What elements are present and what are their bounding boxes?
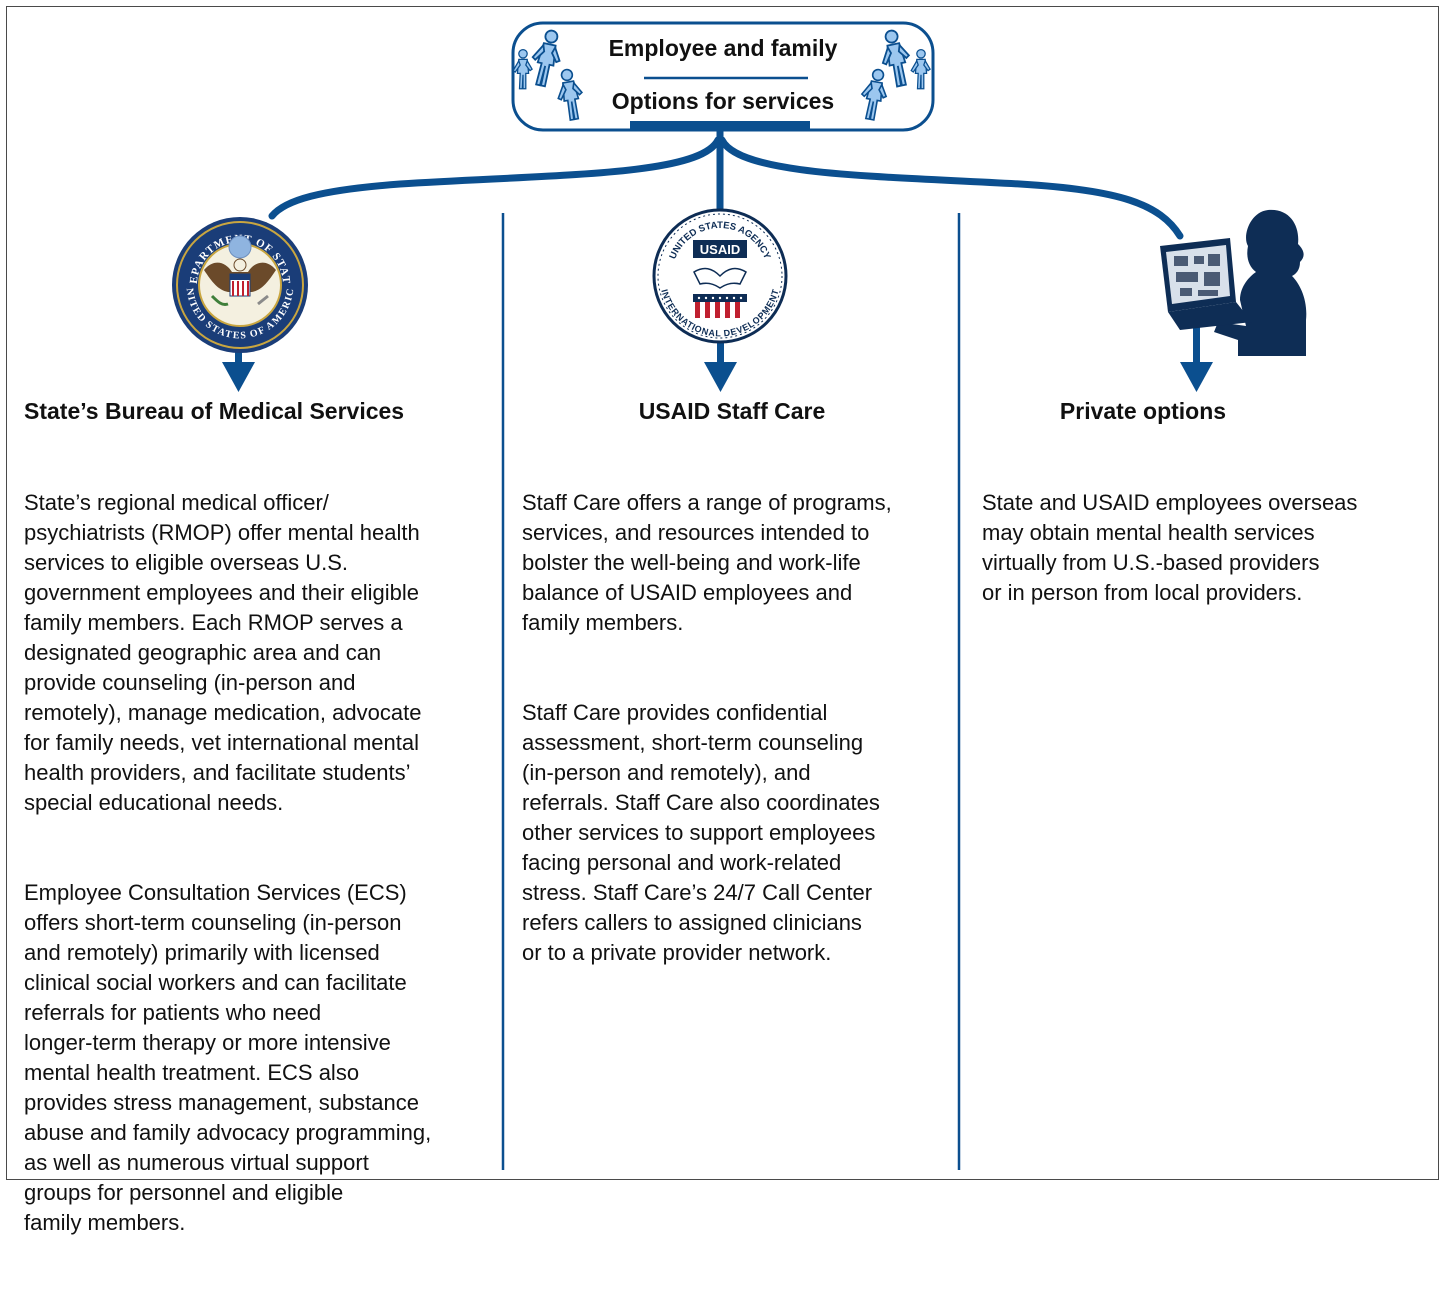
column-title-state-medical: State’s Bureau of Medical Services (24, 398, 405, 424)
paragraph-staff-care-provides: Staff Care provides confidential assessm… (522, 700, 880, 965)
paragraph-ecs: Employee Consultation Services (ECS) off… (24, 880, 432, 1235)
column-body-state-medical: State’s regional medical officer/ psychi… (24, 458, 494, 1298)
connector-right (718, 136, 1184, 240)
paragraph-staff-care-offers: Staff Care offers a range of programs, s… (522, 490, 892, 635)
column-title-usaid-staff-care: USAID Staff Care (638, 398, 826, 424)
paragraph-rmop: State’s regional medical officer/ psychi… (24, 490, 422, 815)
flow-diagram: Employee and family Options for services (0, 0, 1307, 1170)
connector-lines (268, 126, 1184, 240)
column-body-private-options: State and USAID employees overseas may o… (982, 458, 1432, 668)
header-subtitle: Options for services (612, 88, 834, 114)
arrow-down-icon-2 (704, 338, 737, 392)
connector-left (268, 136, 722, 220)
column-body-usaid-staff-care: Staff Care offers a range of programs, s… (522, 458, 952, 1028)
figure-frame (6, 6, 1439, 1180)
header-title: Employee and family (609, 35, 838, 61)
header-box: Employee and family Options for services (511, 21, 935, 132)
column-title-private-options: Private options (1059, 398, 1227, 424)
arrow-down-icon-1 (222, 340, 255, 392)
department-of-state-seal-icon: DEPARTMENT OF STATE UNITED STATES OF AME… (0, 0, 308, 353)
usaid-seal-icon: UNITED STATES AGENCY INTERNATIONAL DEVEL… (652, 208, 788, 344)
paragraph-private-options: State and USAID employees overseas may o… (982, 490, 1358, 605)
arrow-down-icon-3 (1180, 320, 1213, 392)
usaid-seal-label: USAID (700, 242, 740, 257)
person-at-laptop-icon (1160, 209, 1307, 356)
